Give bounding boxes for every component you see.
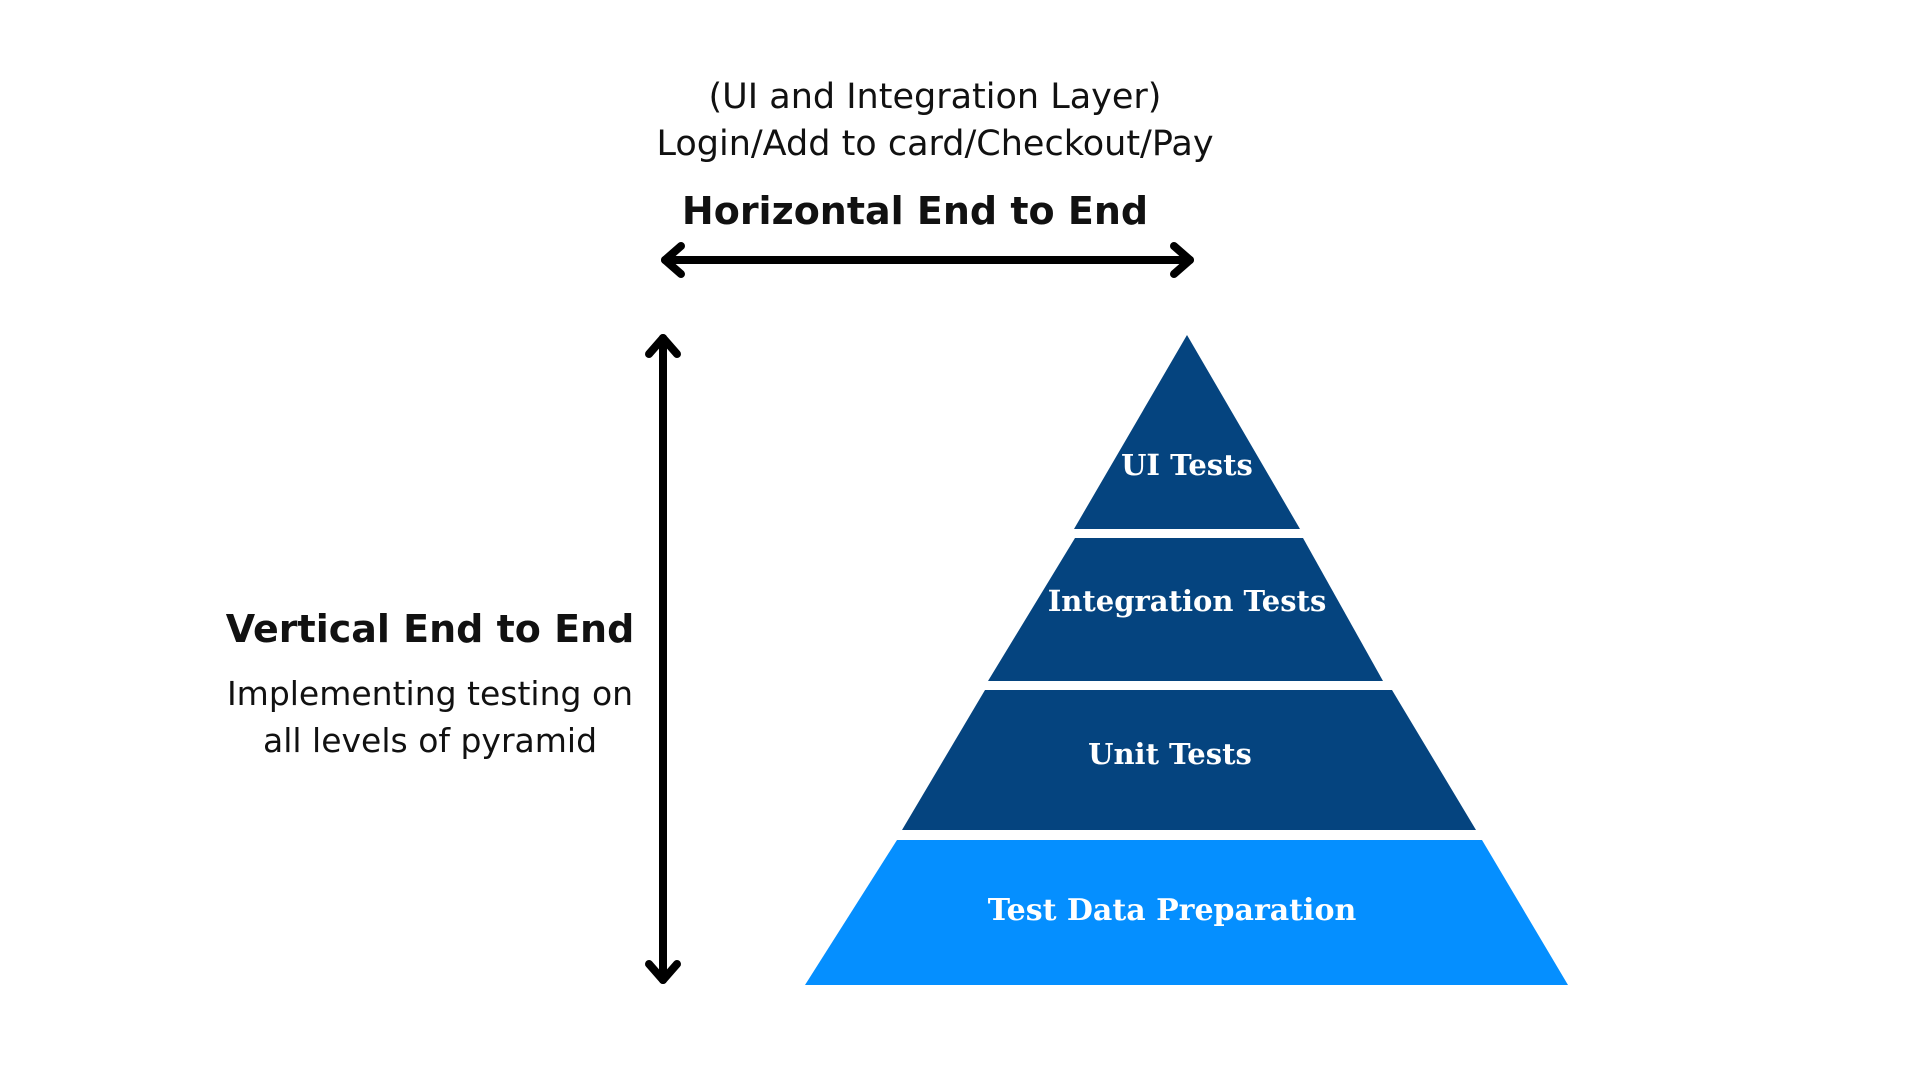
test-data-preparation-label: Test Data Preparation [988, 893, 1357, 928]
vertical-description: Implementing testing on all levels of py… [200, 670, 660, 764]
top-layer-description: (UI and Integration Layer) Login/Add to … [560, 74, 1310, 168]
up-arrowhead-icon [645, 334, 681, 358]
testing-pyramid: UI Tests Integration Tests Unit Tests Te… [805, 335, 1568, 985]
flow-label: Login/Add to card/Checkout/Pay [656, 124, 1214, 164]
unit-tests-label: Unit Tests [1088, 737, 1252, 771]
right-arrowhead-icon [1170, 242, 1194, 278]
vertical-description-line-1: Implementing testing on [226, 674, 634, 713]
vertical-description-line-2: all levels of pyramid [262, 721, 598, 760]
vertical-end-to-end-title: Vertical End to End [225, 607, 635, 651]
horizontal-end-to-end-title: Horizontal End to End [681, 189, 1149, 233]
integration-tests-label: Integration Tests [1048, 584, 1327, 618]
left-arrowhead-icon [661, 242, 685, 278]
ui-tests-label: UI Tests [1121, 448, 1253, 482]
vertical-double-arrow [645, 334, 681, 984]
horizontal-double-arrow [661, 242, 1194, 278]
down-arrowhead-icon [645, 960, 681, 984]
pyramid-tier-unit [902, 690, 1476, 830]
pyramid-tier-test-data [805, 840, 1568, 985]
pyramid-tier-ui [1074, 335, 1300, 529]
layer-label: (UI and Integration Layer) [708, 77, 1162, 117]
pyramid-tier-integration [988, 538, 1383, 681]
